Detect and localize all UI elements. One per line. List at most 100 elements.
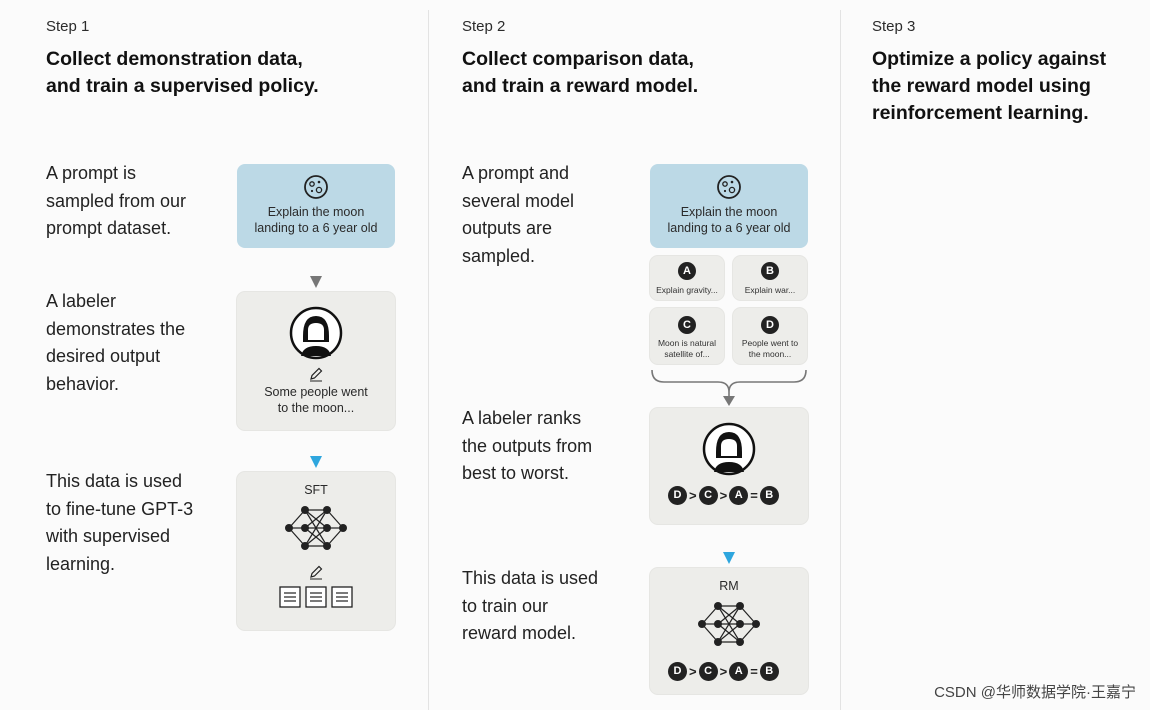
desc-line: prompt dataset.	[46, 218, 172, 238]
documents-icon	[278, 586, 354, 608]
rm-label: RM	[719, 579, 739, 593]
desc-line: learning.	[46, 553, 116, 574]
down-arrow	[310, 276, 322, 288]
rank-badge: B	[759, 486, 779, 505]
neural-network-icon	[281, 500, 351, 556]
output-text-line: People went to	[741, 338, 799, 348]
step-1-title-line: Collect demonstration data,	[46, 48, 303, 70]
output-text-line: the moon...	[748, 349, 792, 359]
neural-network-icon	[694, 596, 764, 652]
step-1-desc-finetune: This data is used to fine-tune GPT-3 wit…	[46, 468, 193, 578]
step-2-desc-train: This data is used to train our reward mo…	[462, 565, 598, 648]
output-card-d: D People went to the moon...	[733, 308, 807, 364]
step-2-desc-rank: A labeler ranks the outputs from best to…	[462, 405, 592, 488]
demo-output-text: to the moon...	[277, 401, 355, 415]
desc-line: to train our	[462, 595, 549, 616]
rank-badge: D	[668, 662, 687, 681]
desc-line: the outputs from	[462, 435, 593, 456]
desc-line: A labeler	[46, 291, 117, 311]
output-letter-badge: C	[678, 316, 696, 334]
rank-operator: >	[719, 664, 728, 679]
step-2-title-line: and train a reward model.	[462, 75, 699, 97]
pencil-icon	[308, 366, 324, 382]
down-arrow-blue	[310, 456, 322, 468]
step-1-label: Step 1	[46, 18, 90, 35]
prompt-text: Explain the moon	[267, 205, 365, 219]
step-2-desc-sample: A prompt and several model outputs are s…	[462, 160, 574, 270]
moon-icon	[716, 174, 742, 200]
output-card-c: C Moon is natural satellite of...	[650, 308, 724, 364]
output-text-line: satellite of...	[664, 349, 710, 359]
desc-line: A labeler ranks	[462, 408, 582, 428]
output-text: Moon is natural satellite of...	[650, 338, 724, 360]
pencil-icon	[308, 564, 324, 580]
merge-brace	[650, 368, 808, 408]
watermark: CSDN @华师数据学院·王嘉宁	[934, 684, 1136, 701]
step-3-title-line: Optimize a policy against	[872, 48, 1107, 70]
step-1-desc-prompt: A prompt is sampled from our prompt data…	[46, 160, 186, 243]
step-1-sft-card: SFT	[237, 472, 395, 630]
output-card-a: A Explain gravity...	[650, 256, 724, 300]
ranking-row: D > C > A = B	[668, 662, 779, 681]
output-letter-badge: B	[761, 262, 779, 280]
step-1-title: Collect demonstration data, and train a …	[46, 46, 319, 100]
step-2-ranking-card: D > C > A = B	[650, 408, 808, 524]
rank-operator: =	[750, 664, 758, 679]
desc-line: with supervised	[46, 526, 171, 546]
sft-label: SFT	[304, 483, 328, 497]
rank-badge: A	[729, 486, 749, 505]
desc-line: best to worst.	[462, 463, 570, 483]
output-card-b: B Explain war...	[733, 256, 807, 300]
step-3-label: Step 3	[872, 18, 916, 35]
rank-operator: =	[750, 488, 758, 503]
desc-line: sampled.	[462, 245, 536, 266]
desc-line: desired output	[46, 346, 161, 366]
output-text-line: Moon is natural	[657, 338, 717, 348]
desc-line: to fine-tune GPT-3	[46, 498, 194, 519]
prompt-text: landing to a 6 year old	[667, 221, 791, 235]
desc-line: sampled from our	[46, 190, 187, 211]
desc-line: This data is used	[462, 568, 599, 588]
prompt-text: Explain the moon	[680, 205, 778, 219]
ranking-row: D > C > A = B	[668, 486, 779, 505]
rank-badge: C	[698, 486, 718, 505]
desc-line: behavior.	[46, 373, 120, 394]
step-2-label: Step 2	[462, 18, 506, 35]
output-text: People went to the moon...	[733, 338, 807, 360]
column-divider-2	[840, 10, 841, 710]
step-2-prompt-card: Explain the moon landing to a 6 year old	[650, 164, 808, 248]
output-letter-badge: D	[761, 316, 779, 334]
labeler-avatar-icon	[702, 422, 756, 476]
desc-line: demonstrates the	[46, 318, 186, 339]
desc-line: A prompt is	[46, 163, 137, 183]
moon-icon	[303, 174, 329, 200]
step-1-title-line: and train a supervised policy.	[46, 75, 319, 97]
desc-line: several model	[462, 190, 575, 211]
output-letter-badge: A	[678, 262, 696, 280]
labeler-avatar-icon	[289, 306, 343, 360]
step-1-labeler-card: Some people went to the moon...	[237, 292, 395, 430]
desc-line: reward model.	[462, 623, 577, 643]
step-2-title-line: Collect comparison data,	[462, 48, 694, 70]
rank-operator: >	[719, 488, 728, 503]
rank-operator: >	[689, 664, 697, 679]
output-text: Explain war...	[744, 285, 796, 295]
desc-line: outputs are	[462, 218, 553, 238]
step-2-rm-card: RM D > C > A = B	[650, 568, 808, 694]
demo-output-text: Some people went	[264, 385, 368, 399]
column-divider-1	[428, 10, 429, 710]
step-1-desc-labeler: A labeler demonstrates the desired outpu…	[46, 288, 185, 398]
step-1-prompt-card: Explain the moon landing to a 6 year old	[237, 164, 395, 248]
output-text: Explain gravity...	[656, 285, 718, 295]
step-2-title: Collect comparison data, and train a rew…	[462, 46, 698, 100]
rank-badge: B	[759, 662, 779, 681]
step-3-title: Optimize a policy against the reward mod…	[872, 46, 1106, 127]
prompt-text: landing to a 6 year old	[254, 221, 378, 235]
rank-operator: >	[689, 488, 697, 503]
desc-line: This data is used	[46, 471, 183, 491]
down-arrow-blue	[723, 552, 735, 564]
rank-badge: A	[729, 662, 749, 681]
rank-badge: D	[668, 486, 687, 505]
desc-line: A prompt and	[462, 163, 570, 183]
rank-badge: C	[698, 662, 718, 681]
